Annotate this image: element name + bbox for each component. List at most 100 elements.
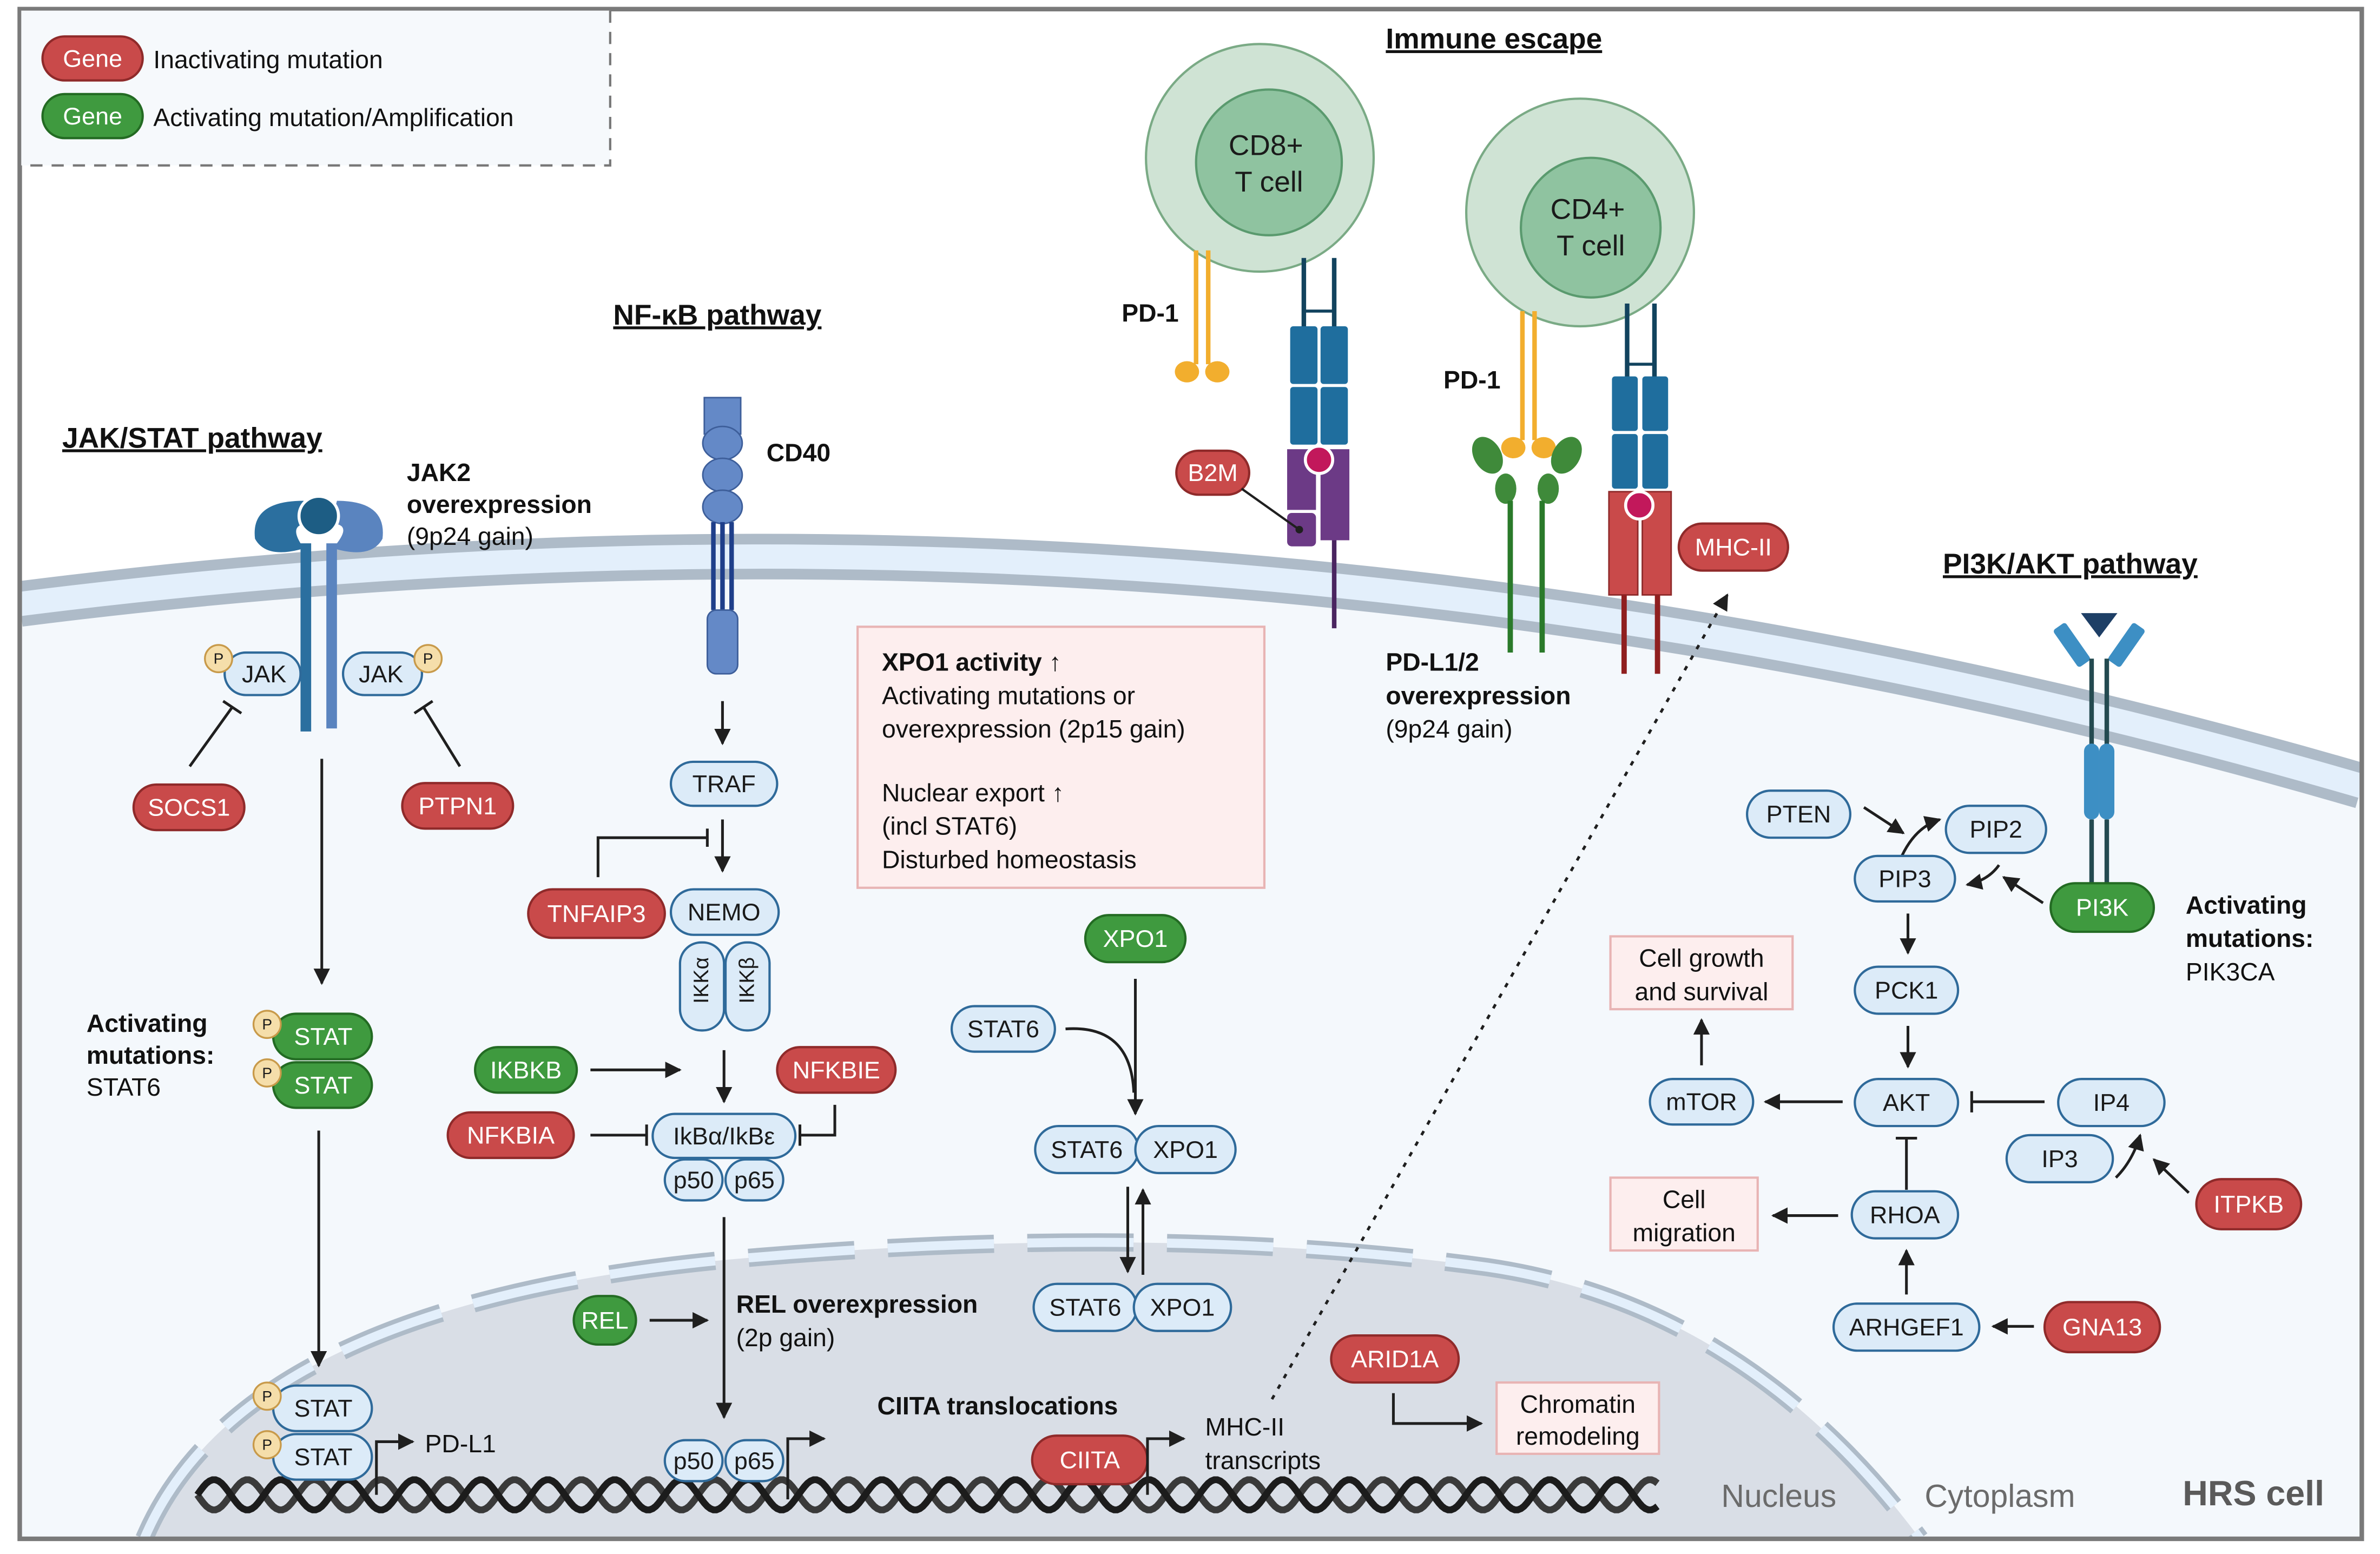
transcription-arrow-ciita [1146,1430,1186,1495]
arid1a-label: ARID1A [1351,1345,1439,1373]
pck1-label: PCK1 [1875,977,1938,1004]
mhcii-transcripts-label: transcripts [1205,1446,1321,1474]
cd4-label: CD4+ [1551,194,1625,226]
outcome-cell-migration: Cell migration [1609,1176,1759,1252]
gene-arid1a[interactable]: ARID1A [1330,1334,1460,1384]
pten-label: PTEN [1766,800,1831,828]
jak-left[interactable]: JAK [223,651,302,696]
stat6-xpo1-complex-cyto[interactable]: STAT6 XPO1 [1034,1124,1237,1175]
gene-ciita[interactable]: CIITA [1031,1434,1149,1486]
rhoa-label: RHOA [1870,1201,1940,1229]
phospho-icon: P P [252,1010,282,1088]
gene-gna13[interactable]: GNA13 [2043,1301,2161,1354]
inhibition-nfkbie [798,1104,836,1146]
protein-arhgef1[interactable]: ARHGEF1 [1832,1302,1981,1352]
cytoplasm-label: Cytoplasm [1924,1479,2075,1514]
gene-ptpn1[interactable]: PTPN1 [401,782,515,830]
pip2-label: PIP2 [1970,815,2022,843]
xpo1-label: XPO1 [1150,1294,1215,1321]
arrow-pi3k [2002,875,2044,904]
protein-rhoa[interactable]: RHOA [1850,1190,1960,1240]
pdl-overexpression-label: overexpression [1386,681,1571,709]
phospho-label: P [262,1016,272,1033]
gene-tnfaip3[interactable]: TNFAIP3 [527,888,666,939]
gene-socs1[interactable]: SOCS1 [132,783,246,832]
stat-dimer-nuclear[interactable]: STAT STAT [272,1384,373,1481]
transcription-arrow-pdl1 [375,1433,415,1495]
gene-ikbkb[interactable]: IKBKB [474,1046,578,1094]
protein-pten[interactable]: PTEN [1746,789,1851,839]
protein-ip4[interactable]: IP4 [2057,1078,2166,1128]
transcription-arrow-nfkb [786,1430,826,1500]
protein-pip2[interactable]: PIP2 [1944,805,2047,854]
jak-right[interactable]: JAK [341,651,424,696]
pik3ca-mutation-label: mutations: [2186,924,2314,952]
legend: Gene Inactivating mutation Gene Activati… [21,10,611,167]
cd8-label: CD8+ [1229,130,1303,162]
xpo1-box-text: Activating mutations or [882,681,1135,709]
jak2-label: JAK2 [407,458,471,486]
arrow-pip2-to-pip3 [1965,864,2000,890]
xpo1-info-box: XPO1 activity ↑ Activating mutations or … [856,625,1266,889]
hrs-cell-label: HRS cell [2183,1474,2324,1513]
protein-traf[interactable]: TRAF [669,760,779,807]
rel-label: REL [581,1307,628,1334]
gene-stat-dimer-activated[interactable]: STAT STAT [272,1012,373,1109]
xpo1-box-text: overexpression (2p15 gain) [882,715,1185,743]
stat-label: STAT [294,1071,353,1099]
jak2-label: (9p24 gain) [407,522,533,550]
inhibition-rhoa [1896,1136,1917,1190]
arrow-pten [1863,806,1905,834]
cell-migration-label: migration [1633,1219,1736,1247]
protein-ikk-complex[interactable]: NEMO IKKα IKKβ [669,888,780,1032]
gene-nfkbia[interactable]: NFKBIA [446,1111,575,1160]
gene-pi3k[interactable]: PI3K [2049,882,2155,933]
protein-pck1[interactable]: PCK1 [1854,965,1960,1015]
tnfaip3-label: TNFAIP3 [548,900,646,927]
protein-stat6[interactable]: STAT6 [950,1005,1056,1053]
p50-label: p50 [674,1166,714,1194]
protein-akt[interactable]: AKT [1854,1078,1960,1128]
traf-label: TRAF [693,770,756,798]
protein-mtor[interactable]: mTOR [1649,1078,1755,1126]
pik3ca-mutation-label: Activating [2186,891,2307,919]
ip4-label: IP4 [2093,1089,2130,1116]
gene-rel[interactable]: REL [572,1295,637,1346]
dna-strand [194,1476,1660,1513]
gene-nfkbie[interactable]: NFKBIE [776,1046,897,1094]
legend-inactivating-badge [41,35,144,82]
stat6-xpo1-complex-nuclear[interactable]: STAT6 XPO1 [1032,1282,1232,1332]
cell-migration-label: Cell [1663,1186,1706,1214]
gene-b2m[interactable]: B2M [1175,449,1251,496]
protein-ip3[interactable]: IP3 [2005,1134,2114,1183]
cd4-t-cell[interactable]: CD4+ T cell [1465,97,1696,328]
dna-strand-path [194,1476,1660,1513]
title-pi3k-akt: PI3K/AKT pathway [1943,548,2198,580]
arrow-pip3-to-pip2 [1900,816,1942,857]
gene-itpkb[interactable]: ITPKB [2195,1178,2303,1230]
outcome-cell-growth: Cell growth and survival [1609,935,1794,1011]
jak2-label: overexpression [407,490,592,518]
mhcii-transcripts-label: MHC-II [1205,1413,1285,1441]
phospho-icon: P P [252,1381,282,1459]
stat-label: STAT [294,1023,353,1050]
p50-p65-nuclear[interactable]: p50 p65 [663,1439,784,1483]
ligand-icon [297,495,340,537]
pdl1-gene-label: PD-L1 [425,1430,496,1458]
stat6-label: STAT6 [1049,1294,1121,1321]
inhibition-ip4 [1970,1091,2045,1112]
dna-strand-path [194,1476,1660,1513]
arrow-ip3-to-ip4 [2115,1134,2144,1179]
phospho-label: P [262,1064,272,1081]
pip3-label: PIP3 [1878,865,1931,892]
inhibition-ptpn1 [413,700,462,767]
gene-xpo1[interactable]: XPO1 [1084,914,1187,964]
protein-pip3[interactable]: PIP3 [1854,854,1956,903]
protein-ikb-complex[interactable]: IkBα/IkBε p50 p65 [651,1112,797,1202]
gene-mhcii[interactable]: MHC-II [1677,522,1789,572]
cd8-t-cell[interactable]: CD8+ T cell [1145,43,1375,273]
cd4-label: T cell [1557,230,1625,262]
xpo1-box-text: Nuclear export ↑ [882,779,1064,807]
nfkbie-label: NFKBIE [793,1056,880,1084]
pdl-overexpression-label: PD-L1/2 [1386,648,1479,676]
